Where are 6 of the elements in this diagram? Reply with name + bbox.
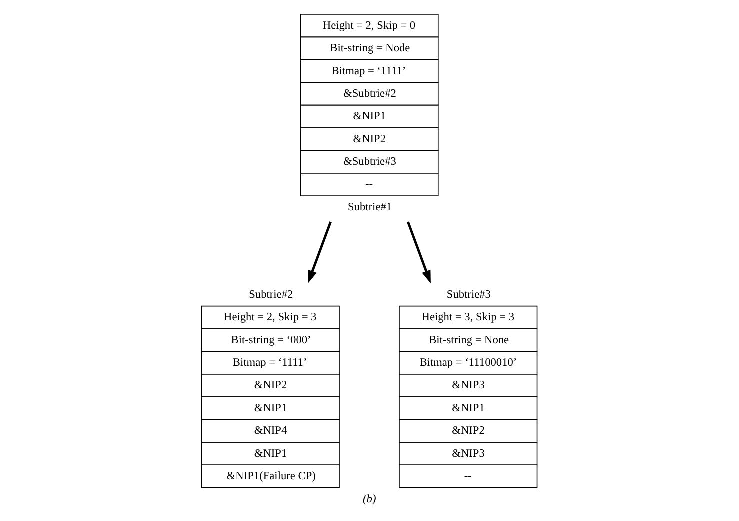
node-label: Subtrie#3 [446, 288, 491, 301]
arrow [308, 222, 332, 284]
arrow [407, 222, 431, 284]
node-label: Subtrie#2 [249, 288, 294, 301]
node-label: Subtrie#1 [348, 201, 392, 214]
caption: (b) [363, 494, 376, 506]
